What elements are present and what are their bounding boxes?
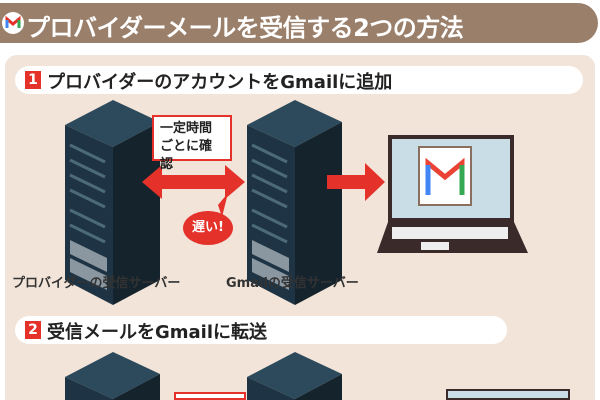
section-2-banner: 2 受信メールをGmailに転送 (15, 316, 507, 344)
section-2-graphics (65, 352, 570, 400)
provider-server-label: プロバイダーの受信サーバー (12, 276, 181, 291)
diagram-graphics (63, 98, 528, 307)
bubble-tail (218, 193, 228, 217)
section-title: 受信メールをGmailに転送 (47, 322, 268, 343)
section-number: 1 (25, 71, 41, 89)
note-line-2: ごとに確認 (160, 139, 213, 172)
gmail-server-label: Gmailの受信サーバー (226, 276, 359, 291)
laptop-icon (377, 135, 528, 253)
section-1-banner: 1 プロバイダーのアカウントをGmailに追加 (15, 66, 583, 94)
slow-bubble: 遅い! (183, 211, 233, 245)
right-arrow-icon (327, 163, 385, 201)
title-bar: プロバイダーメールを受信する2つの方法 (0, 3, 598, 43)
provider-server-icon (65, 352, 160, 400)
check-interval-note: 一定時間 ごとに確認 (152, 115, 232, 172)
gmail-server-icon (247, 352, 342, 400)
page-title: プロバイダーメールを受信する2つの方法 (26, 14, 464, 42)
note-line-1: 一定時間 (160, 121, 213, 136)
section-number: 2 (25, 321, 41, 339)
double-arrow-icon (142, 165, 245, 199)
gmail-logo-icon (2, 12, 24, 34)
section-title: プロバイダーのアカウントをGmailに追加 (47, 72, 393, 93)
